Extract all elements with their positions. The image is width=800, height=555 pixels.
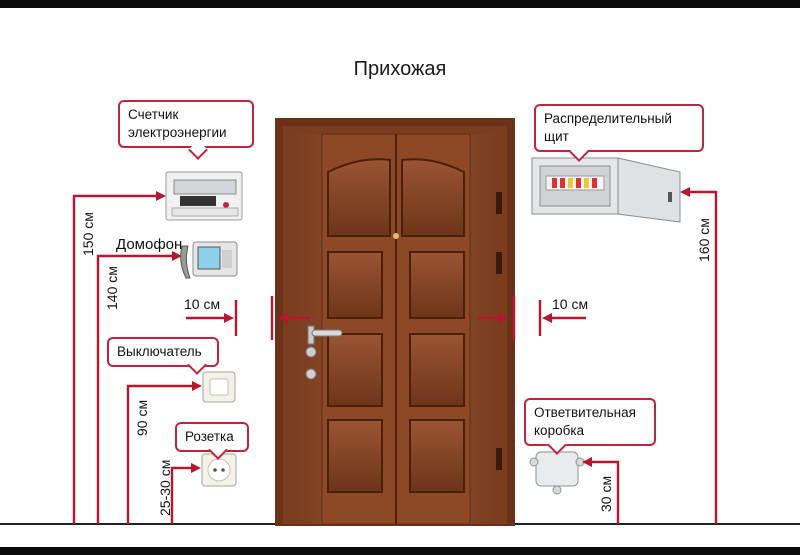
meter-device — [165, 171, 243, 221]
callout-panel-text: Распределительный щит — [544, 111, 672, 144]
intercom-label: Домофон — [116, 236, 183, 253]
callout-switch: Выключатель — [107, 337, 219, 367]
top-black-bar — [0, 0, 800, 8]
diagram-title: Прихожая — [353, 58, 447, 80]
callout-meter-text: Счетчик электроэнергии — [128, 107, 227, 140]
callout-junction-box: Ответвительная коробка — [524, 398, 656, 446]
dimension-lines — [72, 187, 718, 524]
height-label-160: 160 см — [696, 218, 712, 262]
callout-junction-box-text: Ответвительная коробка — [534, 405, 636, 438]
distribution-panel-device — [531, 157, 681, 223]
door-handle — [311, 329, 343, 337]
height-label-90: 90 см — [134, 399, 150, 436]
bottom-black-bar — [0, 547, 800, 555]
power-socket-device — [201, 453, 237, 487]
callout-socket: Розетка — [175, 422, 249, 452]
height-label-25-30: 25-30 см — [157, 459, 173, 516]
junction-box-device — [529, 451, 585, 495]
callout-switch-text: Выключатель — [117, 344, 202, 359]
height-label-140: 140 см — [104, 266, 120, 310]
height-label-150: 150 см — [80, 212, 96, 256]
light-switch-device — [202, 371, 236, 403]
callout-meter: Счетчик электроэнергии — [118, 100, 254, 148]
gap-right-label: 10 см — [552, 296, 589, 312]
entrance-door — [275, 118, 515, 526]
intercom-device — [180, 241, 238, 279]
callout-socket-text: Розетка — [185, 429, 234, 444]
gap-left-label: 10 см — [184, 296, 221, 312]
callout-panel: Распределительный щит — [534, 104, 704, 152]
height-label-30: 30 см — [598, 475, 614, 512]
